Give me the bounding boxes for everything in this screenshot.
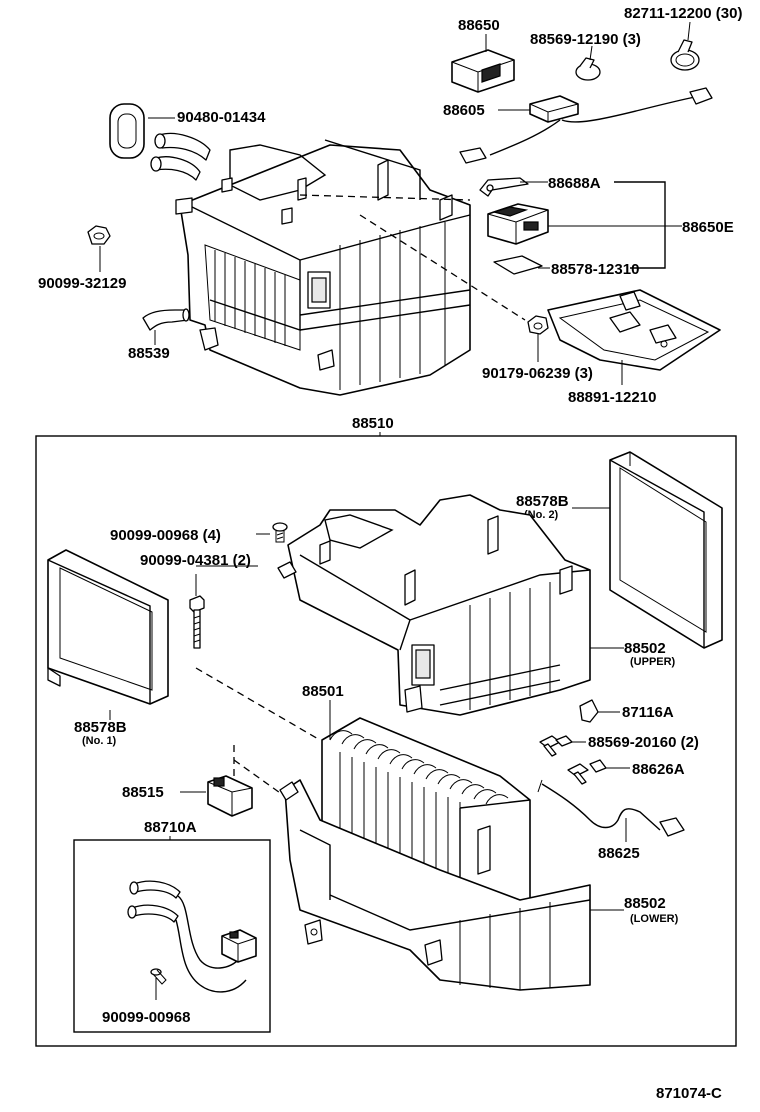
label-88650E: 88650E [682, 219, 734, 236]
label-88502-lower: 88502 [624, 895, 666, 912]
label-88578B-no2: 88578B [516, 493, 569, 510]
part-88605-sensor [459, 87, 713, 164]
label-90099-04381: 90099-04381 (2) [140, 552, 251, 569]
label-88578-12310: 88578-12310 [551, 261, 639, 278]
part-90099-32129-nut [87, 225, 111, 245]
part-88650E-amplifier [487, 203, 549, 245]
part-88688A-bracket [479, 177, 529, 197]
part-88578B-no1-filter [47, 549, 169, 705]
label-88626A: 88626A [632, 761, 685, 778]
label-88510: 88510 [352, 415, 394, 432]
part-82711-clamp [670, 39, 700, 71]
part-90099-00968-screw [272, 522, 288, 543]
part-88891-drain-pan [547, 289, 721, 371]
part-88502-upper-case [277, 494, 591, 716]
label-88625: 88625 [598, 845, 640, 862]
label-88650: 88650 [458, 17, 500, 34]
diagram-id: 871074-C [656, 1085, 722, 1102]
part-88539-hose [142, 308, 190, 331]
label-88569-12190: 88569-12190 (3) [530, 31, 641, 48]
part-88625-thermistor [537, 779, 685, 837]
assembly-88510-frame [35, 435, 737, 1047]
part-88710A-tube-assembly [127, 880, 257, 993]
part-88626A-clip [567, 759, 607, 785]
part-87116A-clip [579, 699, 599, 723]
label-88502-upper: 88502 [624, 640, 666, 657]
label-88578B-no1-note: (No. 1) [82, 735, 117, 747]
part-90099-04381-bolt [189, 595, 205, 649]
label-88539: 88539 [128, 345, 170, 362]
label-82711-12200: 82711-12200 (30) [624, 5, 742, 22]
label-90480-01434: 90480-01434 [177, 109, 266, 126]
label-88891-12210: 88891-12210 [568, 389, 656, 406]
label-88515: 88515 [122, 784, 164, 801]
part-90480-grommet [109, 103, 145, 159]
label-88688A: 88688A [548, 175, 601, 192]
part-88650-relay [451, 49, 515, 93]
part-88569-clip [575, 57, 601, 81]
part-88578B-no2-filter [609, 451, 723, 649]
label-88605: 88605 [443, 102, 485, 119]
label-87116A: 87116A [622, 704, 674, 721]
label-90099-00968-4: 90099-00968 (4) [110, 527, 221, 544]
cooling-unit-assembly [150, 132, 471, 396]
label-88502-lower-note: (LOWER) [630, 913, 679, 925]
label-88502-upper-note: (UPPER) [630, 656, 676, 668]
part-90099-00968-screw-small [150, 968, 167, 985]
part-88502-lower-case [279, 779, 591, 991]
part-88578-12310-pad [493, 255, 543, 275]
label-88501: 88501 [302, 683, 344, 700]
label-90099-32129: 90099-32129 [38, 275, 126, 292]
label-90179-06239: 90179-06239 (3) [482, 365, 593, 382]
part-90179-nut [527, 315, 549, 335]
label-90099-00968: 90099-00968 [102, 1009, 190, 1026]
label-88578B-no1: 88578B [74, 719, 127, 736]
subassembly-88710A-frame [73, 839, 271, 1033]
label-88569-20160: 88569-20160 (2) [588, 734, 699, 751]
label-88710A: 88710A [144, 819, 197, 836]
part-88515-valve [207, 775, 253, 817]
part-88569-20160-clip [539, 735, 573, 757]
